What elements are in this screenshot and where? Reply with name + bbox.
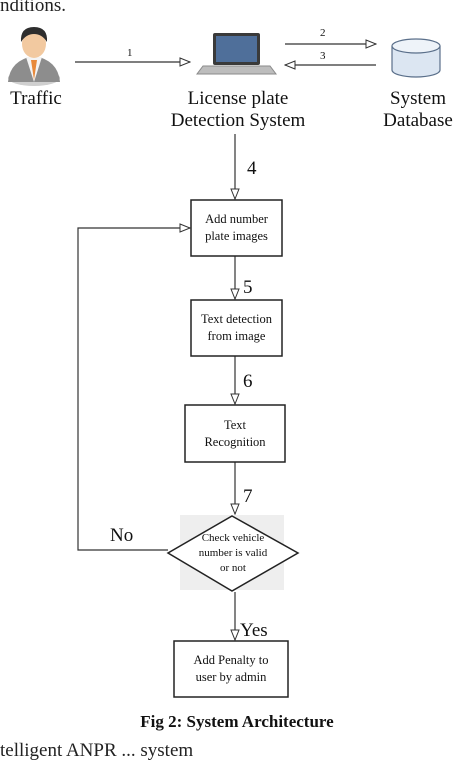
step-label-6: 6 <box>243 371 253 392</box>
text-recognition-box <box>184 404 286 463</box>
decision-diamond <box>166 515 300 592</box>
arrow-no-loop <box>77 228 190 551</box>
traffic-label: Traffic <box>10 88 62 109</box>
step-label-4: 4 <box>247 158 257 179</box>
decision-text: Check vehicle number is valid or not <box>198 532 268 574</box>
yes-branch-label: Yes <box>240 620 268 641</box>
traffic-person-icon <box>8 27 60 86</box>
text-detection-text: Text detection from image <box>201 312 272 343</box>
figure-caption: Fig 2: System Architecture <box>140 712 334 731</box>
database-icon <box>391 38 441 78</box>
step-label-2: 2 <box>320 27 326 39</box>
database-label: System Database <box>383 88 453 131</box>
bottom-cut-text: telligent ANPR ... system <box>0 740 194 761</box>
text-recognition-text: Text Recognition <box>204 417 266 449</box>
penalty-text: Add Penalty to user by admin <box>193 653 269 684</box>
step-label-5: 5 <box>243 277 253 298</box>
detection-system-label: License plate Detection System <box>170 88 306 131</box>
step-label-3: 3 <box>320 50 326 62</box>
add-images-text: Add number plate images <box>205 212 268 243</box>
step-label-1: 1 <box>127 47 133 59</box>
no-branch-label: No <box>110 525 134 546</box>
step-label-7: 7 <box>243 486 253 507</box>
top-cut-text: nditions. <box>0 0 66 16</box>
text-detection-box <box>190 299 283 357</box>
laptop-icon <box>196 33 277 75</box>
penalty-box <box>173 640 289 698</box>
add-images-box <box>190 199 283 257</box>
